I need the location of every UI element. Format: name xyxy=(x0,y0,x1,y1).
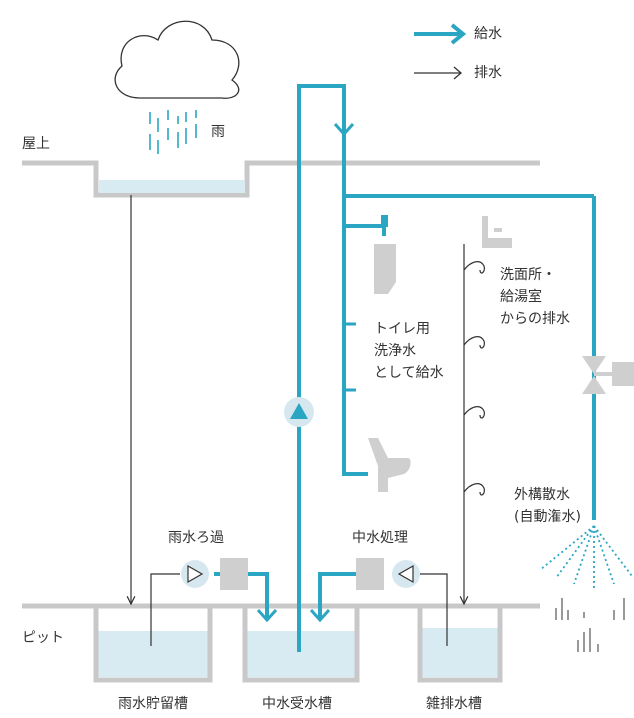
toilet-label-line: 洗浄水 xyxy=(374,343,416,359)
legend-supply-label: 給水 xyxy=(474,26,502,42)
legend-drain-arrow xyxy=(414,66,462,80)
ground-rain-marks xyxy=(555,598,625,652)
cloud-icon xyxy=(114,20,240,99)
sink-label-line: 洗面所・ xyxy=(500,267,556,283)
grey-treatment-icon xyxy=(356,558,420,590)
rain-label: 雨 xyxy=(211,124,225,140)
sink-label-line: からの排水 xyxy=(500,311,570,327)
roof-label: 屋上 xyxy=(22,136,50,152)
toilet-supply-label: トイレ用 洗浄水 として給水 xyxy=(374,318,444,384)
toilet-label-line: トイレ用 xyxy=(374,321,430,337)
sink-icon xyxy=(482,216,512,248)
legend xyxy=(414,23,467,80)
valve-icon xyxy=(582,356,634,394)
pit-structure xyxy=(22,603,540,683)
rainwater-tank-label: 雨水貯留槽 xyxy=(118,696,188,712)
sink-drain-label: 洗面所・ 給湯室 からの排水 xyxy=(500,264,570,330)
toilet-icon xyxy=(368,438,411,492)
sink-label-line: 給湯室 xyxy=(500,289,542,305)
legend-supply-arrow xyxy=(414,23,467,45)
sprinkler-label-line: 外構散水 xyxy=(514,487,570,503)
sprinkler-label: 外構散水 (自動潅水) xyxy=(514,484,581,528)
rain-icon xyxy=(149,110,197,154)
legend-drain-label: 排水 xyxy=(474,65,502,81)
roof-structure xyxy=(22,160,540,198)
rain-filter-icon xyxy=(181,558,248,590)
sprinkler-label-line: (自動潅水) xyxy=(514,509,581,525)
rainwater-tank xyxy=(93,606,213,683)
sprinkler-icon xyxy=(539,525,633,588)
drainage-tank-label: 雑排水槽 xyxy=(426,696,482,712)
greywater-tank-label: 中水受水槽 xyxy=(262,696,332,712)
urinal-icon xyxy=(374,215,396,294)
rain-filter-label: 雨水ろ過 xyxy=(168,530,224,546)
drain-lines xyxy=(131,195,485,646)
grey-treatment-label: 中水処理 xyxy=(352,530,408,546)
drainage-tank xyxy=(417,606,503,683)
pit-label: ピット xyxy=(22,630,64,646)
pump-icon xyxy=(284,397,314,427)
toilet-label-line: として給水 xyxy=(374,365,444,381)
